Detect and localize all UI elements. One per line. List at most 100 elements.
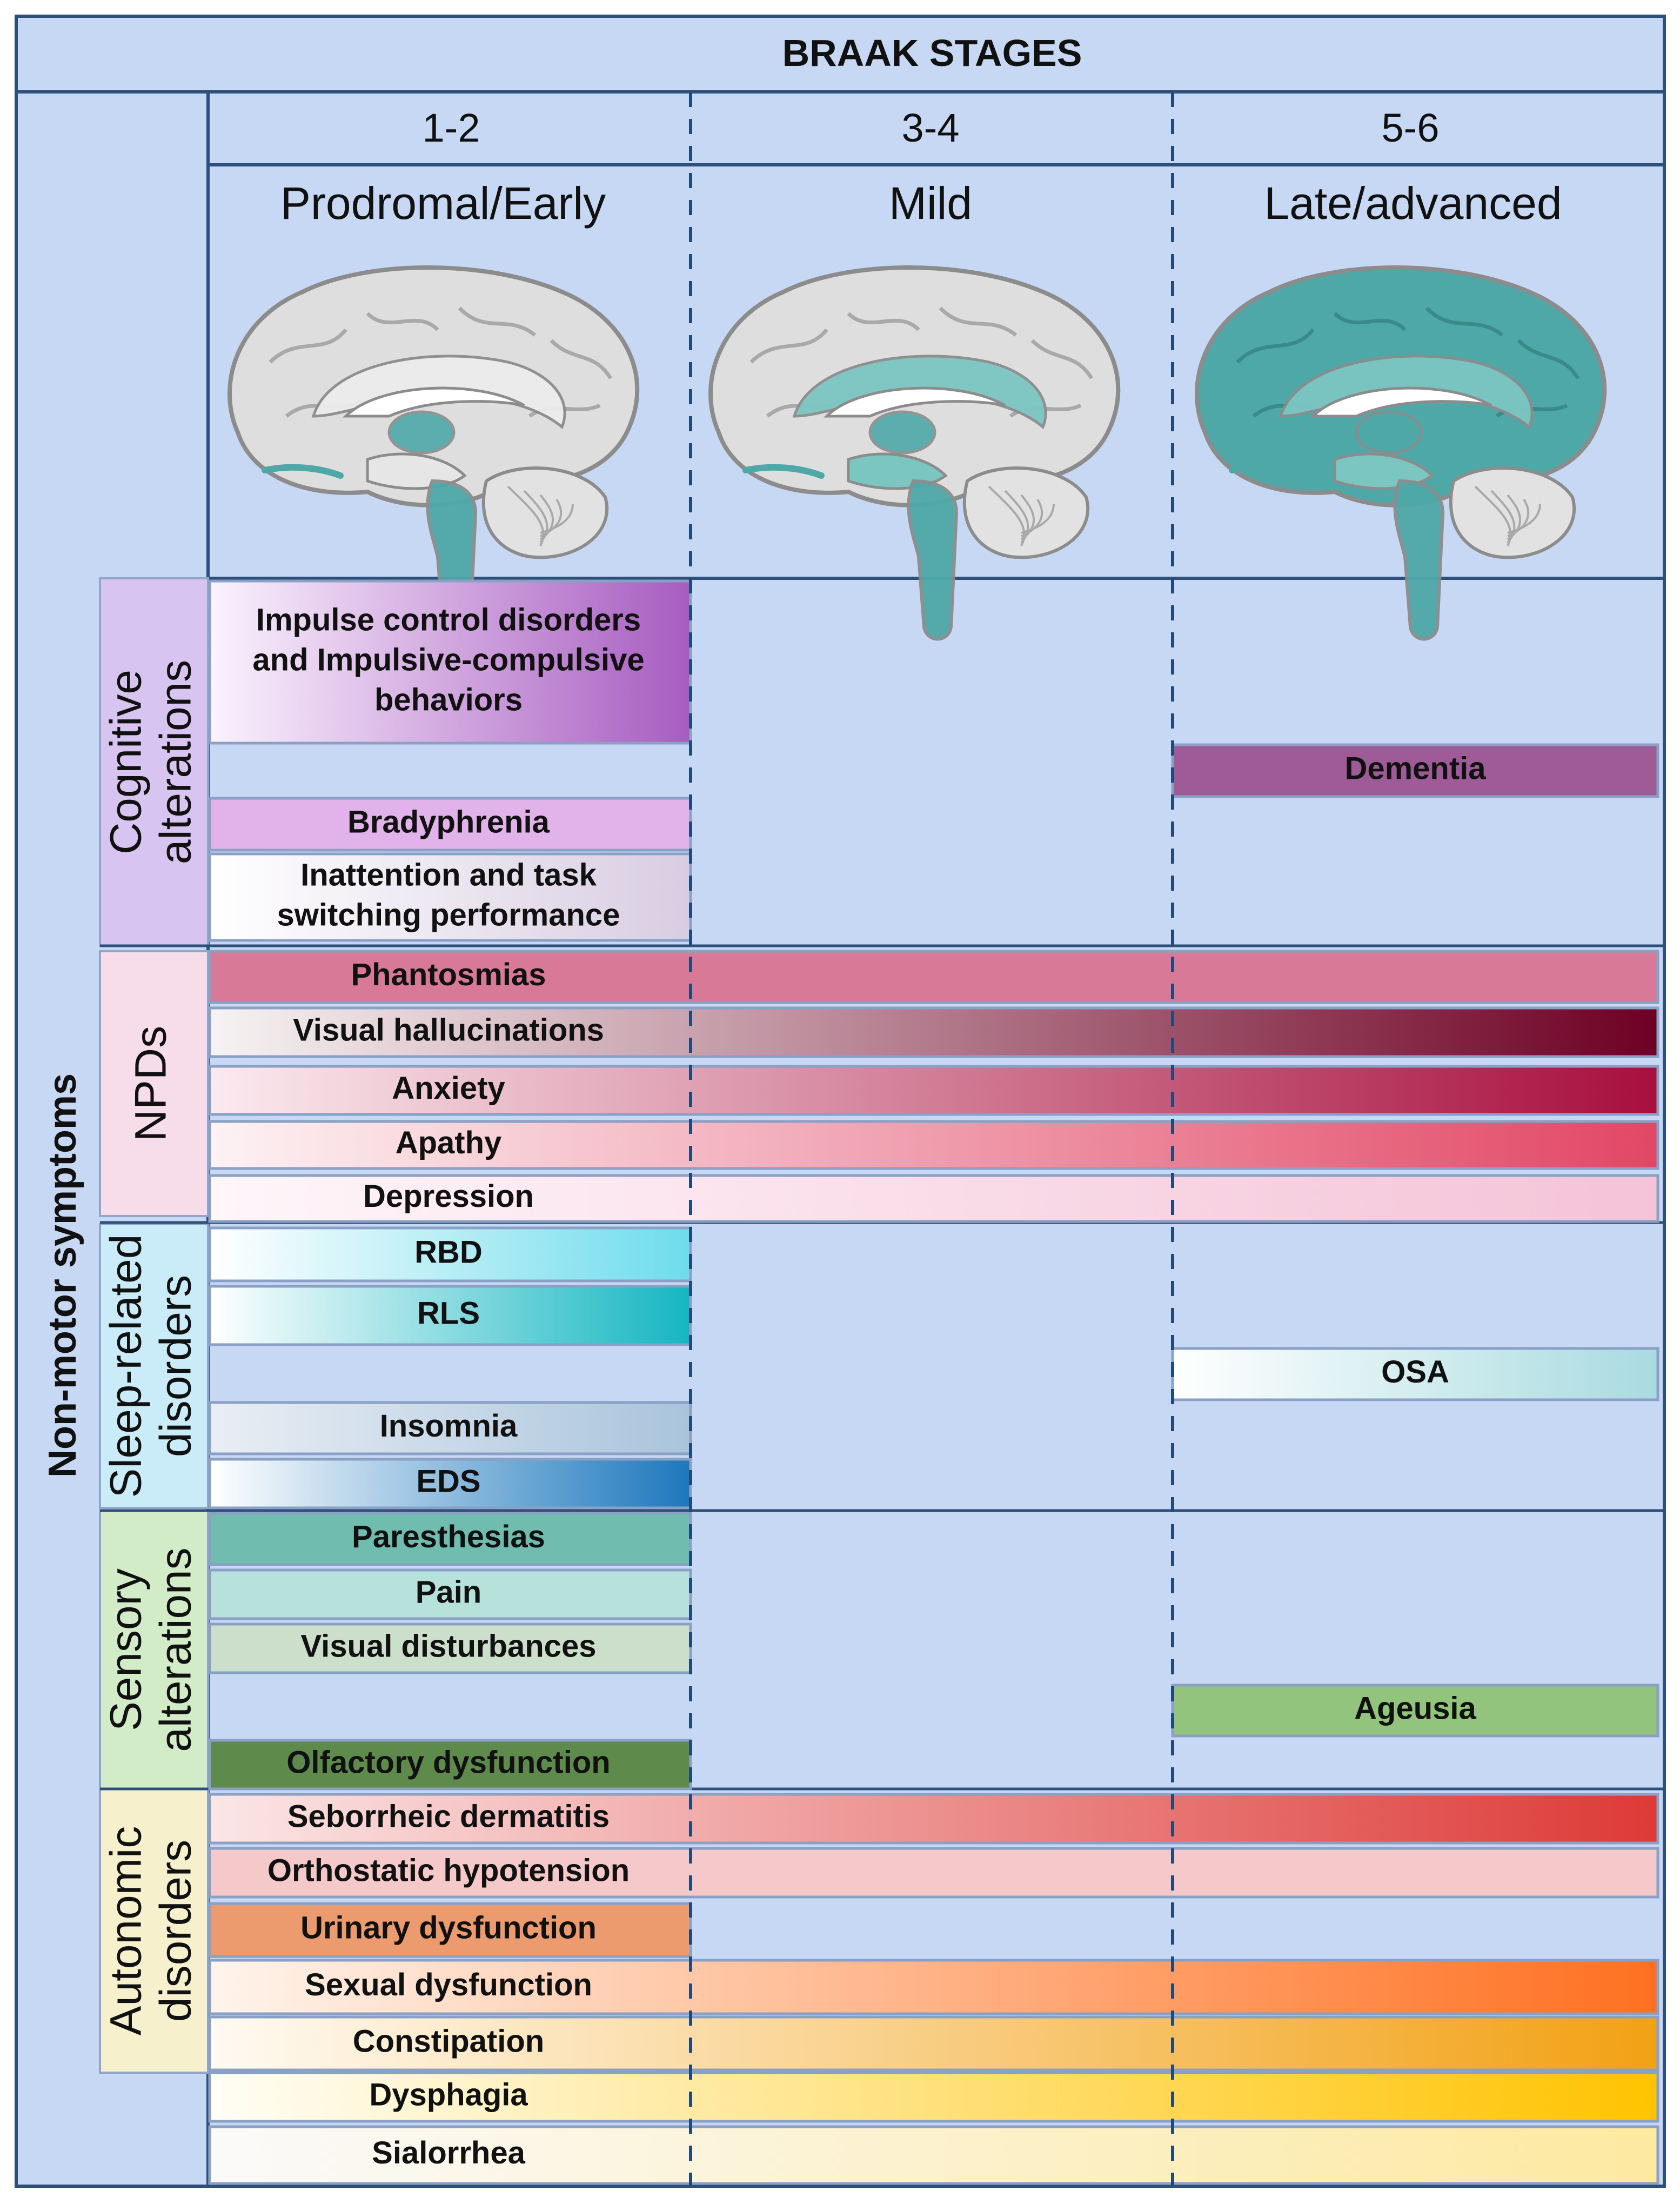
symptom-label: Visual hallucinations	[293, 1012, 604, 1047]
symptom-label: Inattention and task	[300, 857, 597, 892]
corpus-callosum	[1309, 386, 1492, 418]
symptom-label: Phantosmias	[351, 957, 546, 992]
stage-phase-1: Prodromal/Early	[280, 178, 606, 229]
stage-range-3: 5-6	[1382, 105, 1440, 150]
gyrus-line	[550, 339, 612, 379]
symptom-bar	[208, 1065, 1659, 1116]
symptom-label: Seborrheic dermatitis	[287, 1799, 610, 1834]
symptom-bar	[208, 1739, 692, 1791]
group-label: disorders	[151, 1840, 200, 2022]
cerebellum	[481, 466, 609, 559]
corpus-callosum	[823, 386, 1006, 418]
symptom-label: Bradyphrenia	[347, 804, 550, 839]
cerebellum-fold	[540, 498, 563, 537]
cerebellum-fold	[1507, 503, 1541, 534]
group-label: Autonomic	[102, 1826, 151, 2035]
group-label: alterations	[151, 1547, 200, 1752]
symptom-bar	[1171, 1347, 1659, 1401]
group-box	[99, 1223, 209, 1509]
symptom-label: Sialorrhea	[372, 2135, 525, 2170]
symptom-label: switching performance	[277, 897, 620, 932]
gyrus-line	[939, 306, 1018, 337]
symptom-bar	[208, 1006, 1659, 1058]
symptom-bar	[208, 1622, 692, 1674]
symptom-bar	[208, 1902, 692, 1958]
gyrus-line	[847, 312, 920, 331]
brain-illustrations	[227, 265, 1607, 641]
gyrus-line	[1425, 306, 1504, 337]
symptom-label: behaviors	[374, 682, 523, 717]
symptom-label: RBD	[414, 1234, 483, 1270]
symptom-label: Dysphagia	[369, 2077, 528, 2112]
gyrus-line	[1333, 312, 1407, 331]
group-label: disorders	[151, 1275, 200, 1457]
thalamus	[868, 410, 936, 455]
symptom-bar	[208, 1959, 1659, 2015]
symptom-bar	[208, 1174, 1659, 1223]
symptom-label: Insomnia	[380, 1408, 518, 1444]
cerebellum-fold	[540, 503, 574, 534]
symptom-bar	[208, 579, 692, 745]
brain-illustration	[1195, 265, 1607, 641]
symptom-bar	[1171, 743, 1659, 798]
brain-illustration	[708, 265, 1121, 641]
symptom-bar	[208, 1568, 692, 1620]
gyrus-line	[1517, 339, 1579, 379]
brainstem	[1393, 479, 1445, 641]
olfactory-bulb	[742, 464, 825, 479]
symptom-bar	[208, 1512, 692, 1566]
symptom-label: Visual disturbances	[301, 1628, 597, 1664]
stage-range-2: 3-4	[902, 105, 960, 150]
symptom-bar	[208, 1793, 1659, 1845]
stage-phase-2: Mild	[889, 178, 972, 229]
group-label: Sleep-related	[102, 1234, 151, 1498]
group-label: alterations	[151, 660, 200, 864]
olfactory-bulb	[1229, 464, 1311, 479]
symptom-bar	[208, 1120, 1659, 1170]
symptom-bar	[208, 2015, 1659, 2072]
symptom-label: Orthostatic hypotension	[267, 1853, 630, 1888]
group-box	[99, 950, 209, 1217]
group-label: NPDs	[126, 1026, 176, 1141]
symptom-label: Sexual dysfunction	[305, 1967, 592, 2002]
symptom-label: Dementia	[1344, 751, 1486, 786]
symptom-label: Olfactory dysfunction	[286, 1745, 610, 1780]
symptom-bar	[208, 852, 692, 942]
symptom-label: Anxiety	[392, 1071, 505, 1106]
gyrus-line	[458, 306, 537, 337]
symptom-bar	[208, 2071, 1659, 2123]
symptom-label: and Impulsive-compulsive	[252, 642, 644, 677]
symptom-label: Depression	[363, 1179, 534, 1214]
symptom-bar	[208, 950, 1659, 1004]
thalamus	[387, 410, 456, 455]
symptom-label: Urinary dysfunction	[300, 1910, 597, 1945]
group-label: Sensory	[102, 1568, 151, 1731]
brain-illustration	[227, 265, 640, 641]
title-band	[15, 15, 1666, 93]
symptom-label: EDS	[416, 1464, 480, 1499]
cerebellum	[1449, 466, 1576, 559]
cerebellum-fold	[1021, 503, 1055, 534]
symptom-label: Apathy	[396, 1125, 502, 1160]
gyrus-line	[1236, 328, 1315, 364]
gyrus-line	[1030, 339, 1093, 379]
group-box	[99, 577, 209, 947]
symptom-bar	[1171, 1684, 1659, 1738]
gyrus-line	[749, 328, 828, 364]
olfactory-bulb	[262, 464, 344, 479]
group-label: Cognitive	[102, 670, 151, 854]
cerebellum	[962, 466, 1090, 559]
group-box	[99, 1510, 209, 1790]
symptom-label: Pain	[416, 1574, 482, 1609]
stage-range-1: 1-2	[423, 105, 480, 150]
cerebellum-fold	[1021, 498, 1043, 537]
symptom-bar	[208, 2125, 1659, 2185]
symptom-label: RLS	[417, 1295, 480, 1331]
symptom-bar	[208, 1847, 1659, 1899]
group-box	[99, 1788, 209, 2074]
gyrus-line	[366, 312, 439, 331]
stage-phase-3: Late/advanced	[1264, 178, 1562, 229]
